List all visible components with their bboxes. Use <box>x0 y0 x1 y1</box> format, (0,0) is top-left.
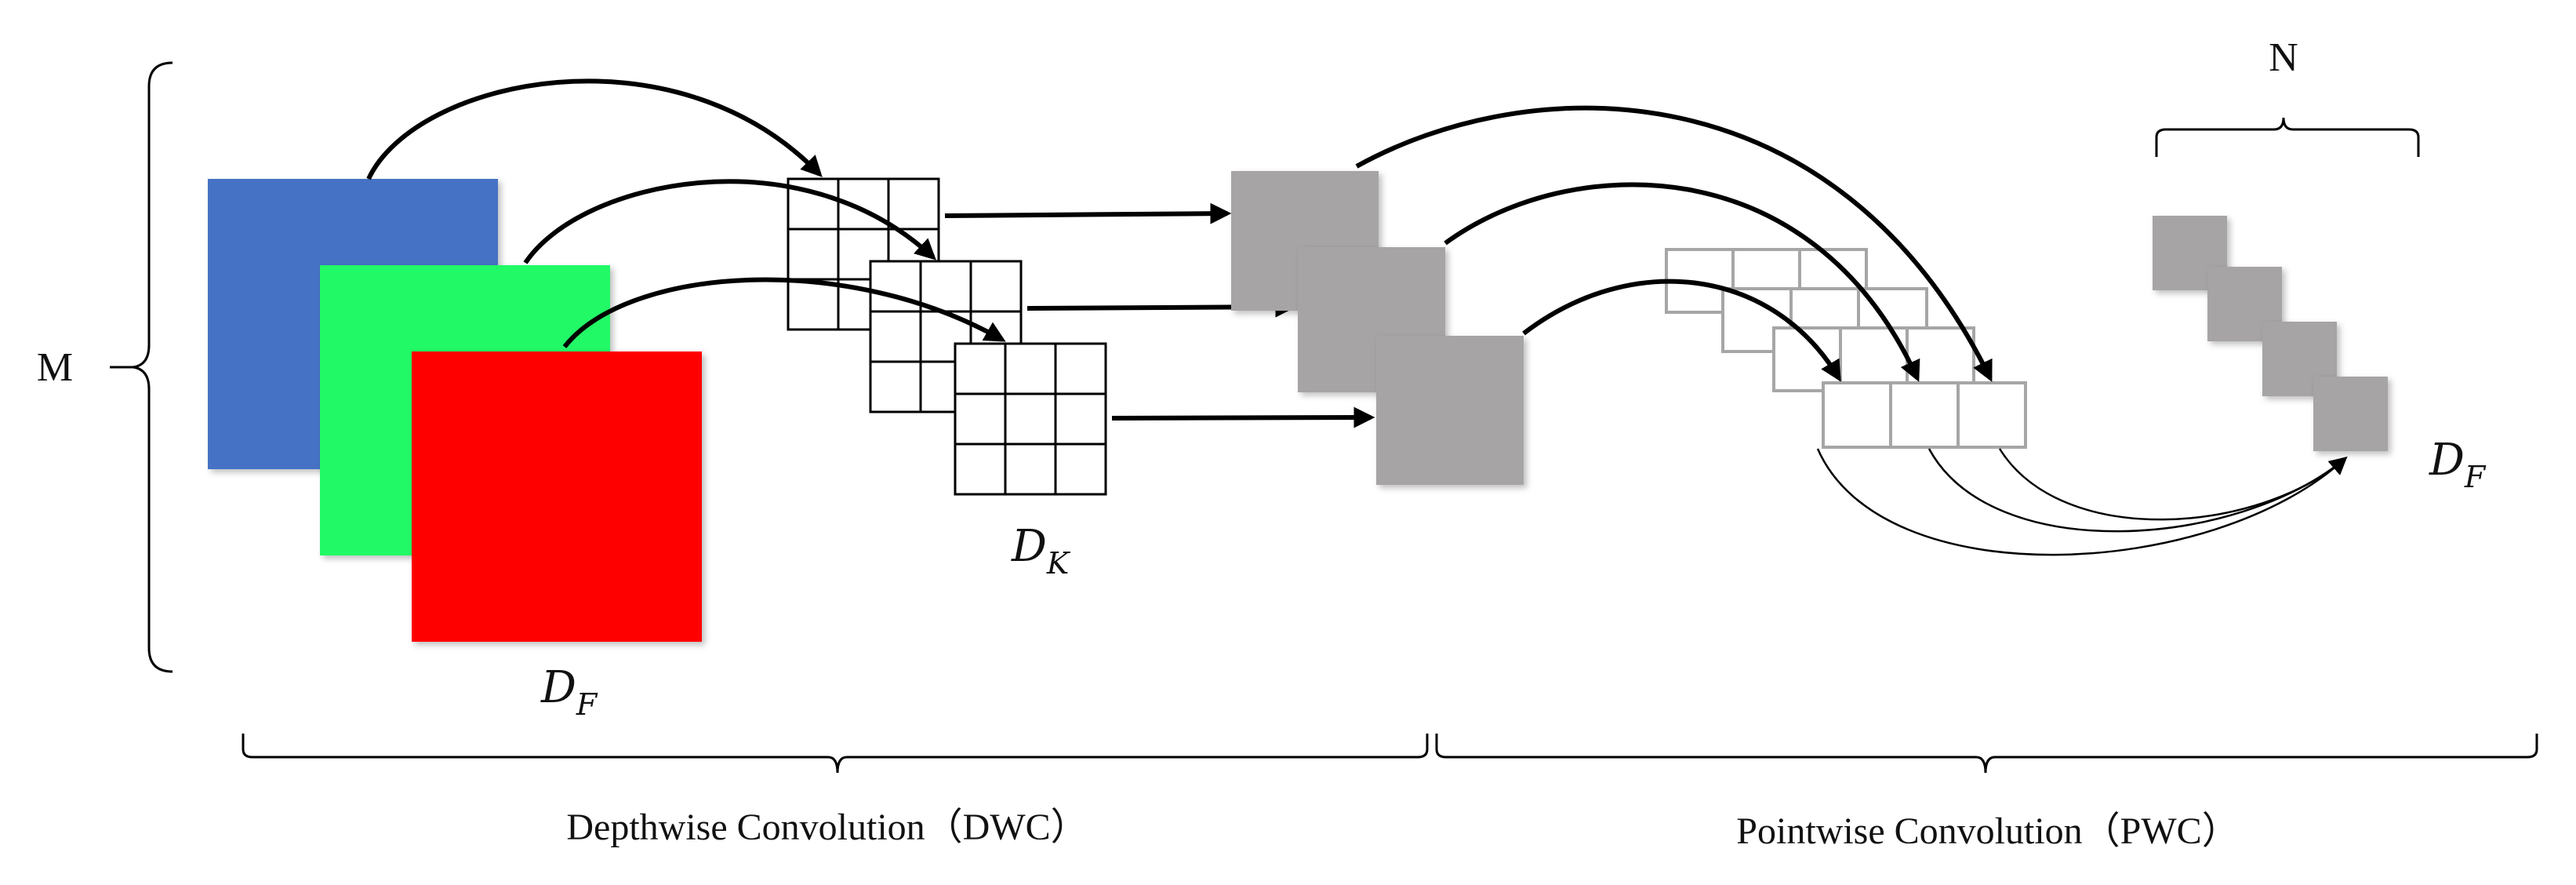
arrow-pointwise-to-output-3 <box>1998 448 2348 521</box>
m-brace <box>133 61 173 673</box>
pointwise-row-4 <box>1822 381 2027 449</box>
pwc-brace <box>1435 734 2538 774</box>
arrow-map2-to-pointwise <box>1444 182 1920 382</box>
arrow-green-to-kernel <box>523 179 936 264</box>
input-df-label: DF <box>540 662 598 722</box>
pwc-output-map-4 <box>2313 377 2388 451</box>
arrow-kernel3-to-map <box>1111 406 1375 428</box>
arrow-map1-to-pointwise <box>1355 105 1993 382</box>
arrow-pointwise-to-output-1 <box>1816 448 2348 556</box>
kernel-dk-label: DK <box>1011 521 1071 581</box>
output-df-label: DF <box>2429 435 2487 494</box>
pwc-label: Pointwise Convolution（PWC） <box>1736 810 2239 852</box>
dwc-output-map-3 <box>1376 336 1524 485</box>
n-brace <box>2155 117 2420 157</box>
arrow-kernel1-to-map <box>944 202 1232 224</box>
arrow-blue-to-kernel <box>366 78 823 180</box>
input-channel-red <box>412 351 702 642</box>
m-label: M <box>37 345 73 390</box>
dwc-brace <box>242 734 1429 774</box>
pointwise-kernel-stack <box>1665 248 2027 449</box>
n-label: N <box>2269 35 2298 80</box>
dwc-label: Depthwise Convolution（DWC） <box>566 807 1088 848</box>
arrow-map3-to-pointwise <box>1522 279 1841 382</box>
kernel-3 <box>954 342 1107 496</box>
arrow-red-to-kernel <box>562 277 1006 348</box>
